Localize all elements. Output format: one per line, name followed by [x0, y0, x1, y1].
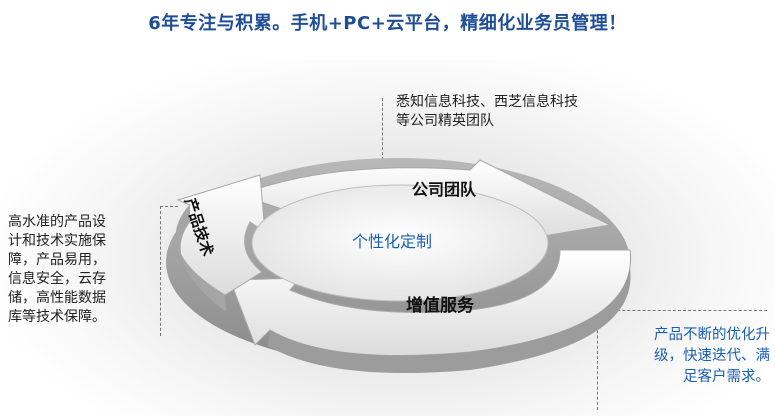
page-headline: 6年专注与积累。手机+PC+云平台，精细化业务员管理！ [148, 13, 627, 34]
note-line: 储，高性能数据 [8, 290, 106, 306]
note-line: 产品不断的优化升 [654, 327, 770, 343]
callout-line-right-top [597, 310, 767, 311]
note-line: 障，产品易用， [8, 252, 106, 268]
note-team-description: 悉知信息科技、西芝信息科技 等公司精英团队 [396, 93, 578, 131]
note-line: 悉知信息科技、西芝信息科技 [396, 94, 578, 110]
ring-center [251, 184, 549, 302]
segment-value-wall [268, 250, 631, 373]
note-line: 等公司精英团队 [396, 113, 494, 129]
note-line: 信息安全，云存 [8, 271, 106, 287]
segment-label-value: 增值服务 [406, 296, 474, 316]
callout-line-top [382, 98, 383, 160]
note-tech-description: 高水准的产品设 计和技术实施保 障，产品易用， 信息安全，云存 储，高性能数据 … [8, 213, 158, 327]
note-service-description: 产品不断的优化升 级，快速迭代、满 足客户需求。 [600, 325, 770, 388]
center-label: 个性化定制 [352, 232, 433, 251]
callout-line-left [160, 206, 161, 336]
note-line: 库等技术保障。 [8, 309, 106, 325]
note-line: 计和技术实施保 [8, 233, 106, 249]
segment-tech [175, 174, 266, 296]
segment-tech-wall [176, 205, 226, 312]
callout-line-left-top [160, 206, 178, 207]
callout-line-right [597, 310, 598, 410]
note-line: 足客户需求。 [683, 369, 770, 385]
segment-label-team: 公司团队 [412, 180, 477, 199]
note-line: 级，快速迭代、满 [654, 348, 770, 364]
note-line: 高水准的产品设 [8, 214, 106, 230]
